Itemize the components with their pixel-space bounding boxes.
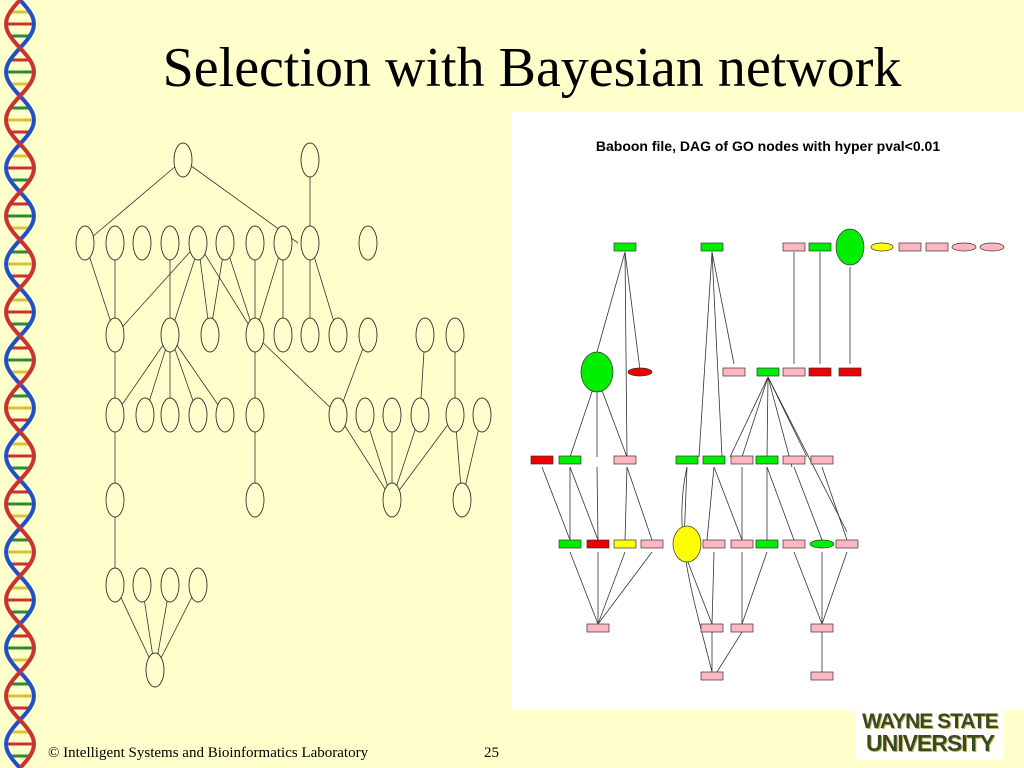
right-dag-node	[810, 455, 834, 465]
left-graph-node	[160, 397, 180, 433]
left-graph-node	[245, 225, 265, 261]
right-dag-node	[810, 671, 834, 681]
left-graph-node	[410, 397, 430, 433]
right-dag-node	[640, 539, 664, 549]
right-dag-node	[700, 671, 724, 681]
right-dag-node	[672, 525, 702, 563]
left-graph-node	[215, 225, 235, 261]
right-dag-node	[613, 242, 637, 252]
logo-line-2: UNIVERSITY	[865, 730, 995, 756]
left-graph-node	[160, 567, 180, 603]
right-dag-node	[782, 367, 806, 377]
right-dag-node	[835, 228, 865, 266]
left-graph-node	[245, 397, 265, 433]
right-dag-node	[702, 539, 726, 549]
right-dag-node	[558, 539, 582, 549]
left-graph-node	[105, 482, 125, 518]
left-graph-node	[188, 397, 208, 433]
left-graph-node	[145, 652, 165, 688]
left-graph-node	[355, 397, 375, 433]
right-dag-node	[730, 539, 754, 549]
right-figure-title: Baboon file, DAG of GO nodes with hyper …	[595, 138, 941, 154]
right-dag-node	[627, 367, 653, 377]
right-dag-node	[870, 242, 894, 252]
right-dag-node	[700, 623, 724, 633]
right-dag-node	[782, 455, 806, 465]
right-dag-node	[808, 367, 832, 377]
right-go-dag	[530, 228, 1005, 681]
left-graph-node	[328, 317, 348, 353]
right-dag-node	[809, 539, 835, 549]
right-dag-node	[613, 539, 637, 549]
left-graph-node	[445, 397, 465, 433]
wayne-state-logo-icon: WAYNE STATE UNIVERSITY	[856, 708, 1004, 760]
left-graph-node	[382, 482, 402, 518]
footer-copyright: © Intelligent Systems and Bioinformatics…	[48, 745, 369, 761]
right-dag-node	[838, 367, 862, 377]
dna-helix-icon	[3, 0, 37, 768]
left-graph-node	[273, 317, 293, 353]
right-dag-node	[700, 242, 724, 252]
left-graph-node	[358, 317, 378, 353]
right-dag-node	[898, 242, 922, 252]
left-graph-node	[160, 317, 180, 353]
left-graph-node	[273, 225, 293, 261]
left-graph-node	[328, 397, 348, 433]
right-dag-node	[979, 242, 1005, 252]
left-graph-node	[300, 225, 320, 261]
left-graph-node	[215, 397, 235, 433]
right-dag-node	[613, 455, 637, 465]
right-dag-node	[755, 455, 779, 465]
left-graph-node	[300, 317, 320, 353]
right-dag-node	[810, 623, 834, 633]
right-dag-node	[675, 455, 699, 465]
left-graph-node	[135, 397, 155, 433]
right-dag-node	[586, 623, 610, 633]
right-dag-node	[580, 351, 614, 393]
left-graph-node	[245, 317, 265, 353]
left-graph-node	[382, 397, 402, 433]
right-dag-node	[702, 455, 726, 465]
right-dag-node	[925, 242, 949, 252]
left-graph-node	[188, 225, 208, 261]
right-dag-node	[586, 539, 610, 549]
left-graph-node	[415, 317, 435, 353]
left-graph-node	[358, 225, 378, 261]
logo-line-1: WAYNE STATE	[862, 710, 999, 733]
right-dag-node	[835, 539, 859, 549]
left-graph-node	[445, 317, 465, 353]
left-graph-node	[105, 397, 125, 433]
left-graph-node	[132, 567, 152, 603]
right-dag-node	[722, 367, 746, 377]
right-dag-node	[782, 539, 806, 549]
right-dag-node	[755, 539, 779, 549]
left-go-graph	[75, 142, 492, 688]
right-dag-node	[756, 367, 780, 377]
left-graph-node	[452, 482, 472, 518]
right-dag-node	[730, 455, 754, 465]
left-graph-node	[300, 142, 320, 178]
right-figure-panel: Baboon file, DAG of GO nodes with hyper …	[512, 112, 1024, 710]
left-graph-node	[188, 567, 208, 603]
slide-title: Selection with Bayesian network	[162, 37, 902, 99]
left-graph-node	[160, 225, 180, 261]
right-dag-node	[530, 455, 554, 465]
left-graph-node	[105, 567, 125, 603]
left-graph-node	[472, 397, 492, 433]
page-number: 25	[484, 745, 499, 761]
left-graph-node	[245, 482, 265, 518]
right-dag-node	[951, 242, 977, 252]
left-graph-node	[173, 142, 193, 178]
left-graph-node	[75, 225, 95, 261]
right-dag-node	[808, 242, 832, 252]
left-graph-node	[105, 225, 125, 261]
left-graph-node	[105, 317, 125, 353]
right-dag-node	[730, 623, 754, 633]
left-graph-node	[132, 225, 152, 261]
left-graph-node	[200, 317, 220, 353]
right-dag-node	[782, 242, 806, 252]
right-dag-node	[558, 455, 582, 465]
